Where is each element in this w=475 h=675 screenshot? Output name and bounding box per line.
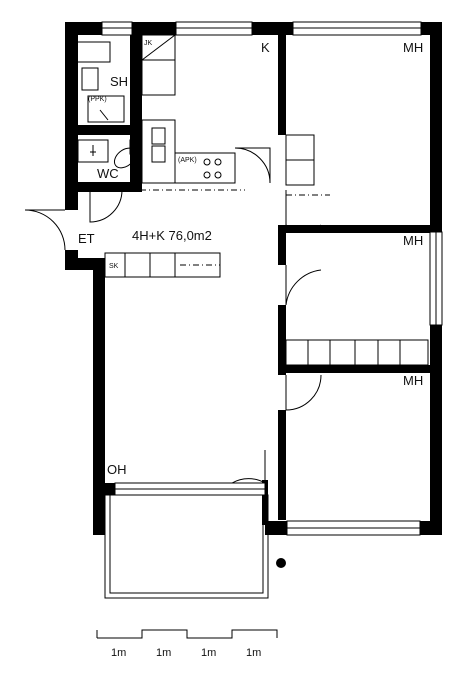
interior-walls	[78, 35, 430, 520]
living-label: OH	[107, 462, 127, 477]
fridge-label: JK	[144, 40, 153, 47]
kitchen-label: K	[261, 40, 270, 55]
dishwasher-label: (APK)	[178, 157, 197, 164]
toilet-label: WC	[97, 166, 119, 181]
scale-label-1: 1m	[111, 647, 126, 659]
closet-label: SK	[109, 263, 119, 270]
bedroom-top-label: MH	[403, 40, 423, 55]
bedroom-middle-label: MH	[403, 233, 423, 248]
apartment-summary: 4H+K 76,0m2	[132, 228, 212, 243]
scale-label-4: 1m	[246, 647, 261, 659]
sauna-bath-label: SH	[110, 74, 128, 89]
windows	[101, 21, 443, 536]
wardrobes	[104, 134, 429, 366]
washer-label: (PPK)	[88, 96, 107, 103]
exterior-walls	[65, 22, 442, 535]
balcony	[104, 494, 286, 599]
bath-fixtures	[77, 41, 141, 169]
doors	[24, 147, 322, 484]
kitchen-counter	[140, 34, 245, 191]
bedroom-bottom-label: MH	[403, 373, 423, 388]
scale-label-2: 1m	[156, 647, 171, 659]
scale-label-3: 1m	[201, 647, 216, 659]
scale-bar: 1m 1m 1m 1m	[96, 629, 278, 659]
entry-label: ET	[78, 231, 95, 246]
